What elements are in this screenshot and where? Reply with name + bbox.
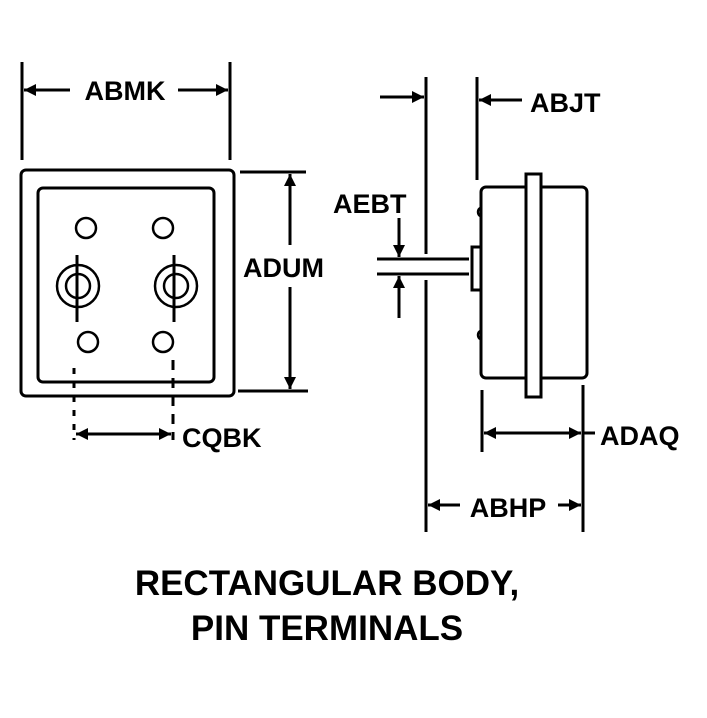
cqbk-label: CQBK: [182, 423, 262, 453]
adum-label: ADUM: [243, 253, 324, 283]
mounting-hole: [74, 216, 98, 240]
mounting-flange: [524, 172, 543, 399]
abhp-label: ABHP: [470, 493, 547, 523]
outer-body: [19, 168, 236, 398]
pin-terminal-inner: [162, 272, 190, 300]
abjt-label: ABJT: [530, 88, 601, 118]
pin-terminal-outer: [153, 263, 199, 309]
inner-face: [36, 186, 216, 384]
abmk-label: ABMK: [85, 76, 166, 106]
aebt-label: AEBT: [333, 189, 407, 219]
mounting-hole: [151, 330, 175, 354]
adaq-label: ADAQ: [600, 421, 680, 451]
side-view: ABJT AEBT ADAQ ABHP: [333, 77, 680, 532]
side-bump: [476, 329, 482, 341]
front-view: ABMK CQBK ADUM: [19, 62, 324, 453]
title-line-1: RECTANGULAR BODY,: [135, 564, 519, 603]
terminal-boss: [470, 245, 483, 292]
side-bump: [476, 206, 482, 218]
mounting-hole: [76, 330, 100, 354]
title-line-2: PIN TERMINALS: [191, 609, 463, 648]
mounting-hole: [151, 216, 175, 240]
